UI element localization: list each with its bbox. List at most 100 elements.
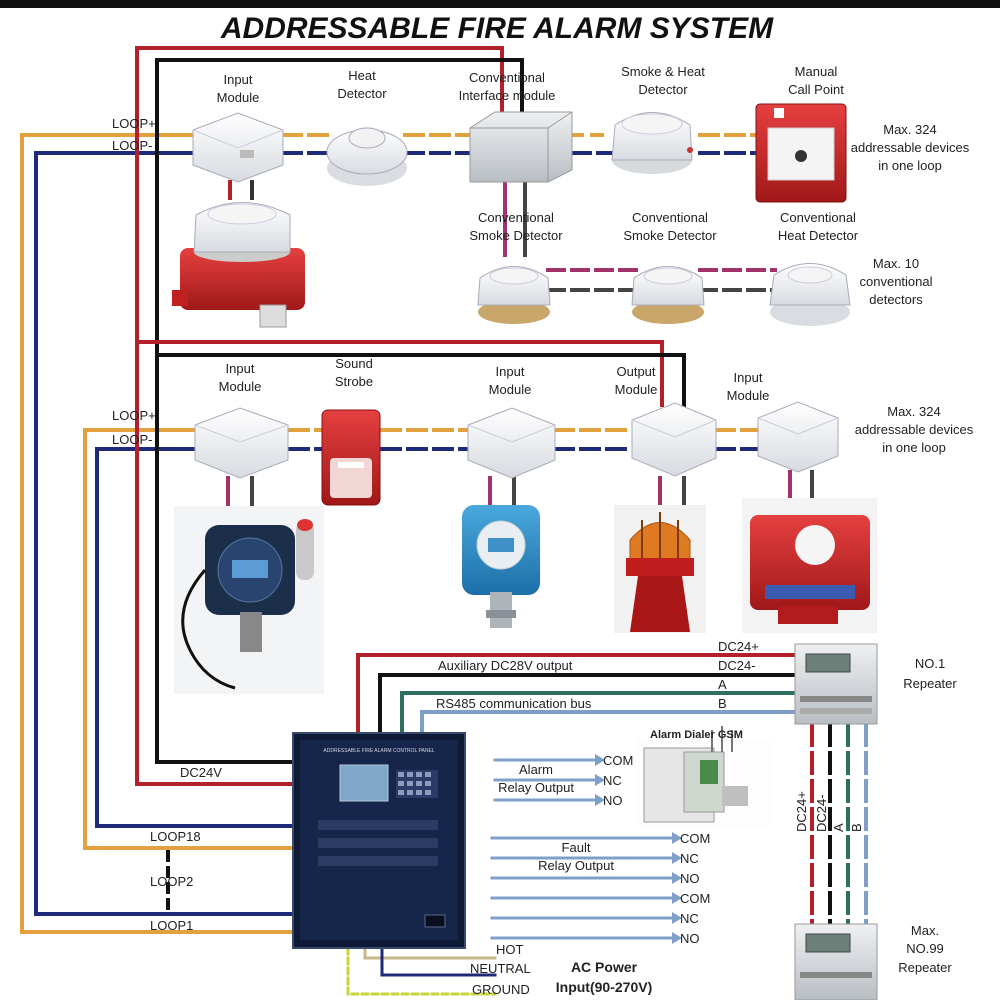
repeater-no1 bbox=[794, 643, 878, 725]
bus-b-label: B bbox=[718, 696, 727, 711]
repeater99-line1: Max. bbox=[911, 923, 939, 938]
conv-label-line2: Smoke Detector bbox=[469, 228, 563, 243]
loop18-plus-wire bbox=[83, 428, 295, 850]
repeater99-line2: NO.99 bbox=[906, 941, 944, 956]
conv-note-line1: Max. 10 bbox=[873, 256, 919, 271]
conventional-smoke-detector-1 bbox=[477, 266, 551, 324]
bus-dc24-minus bbox=[378, 673, 802, 732]
device-label-line2: Strobe bbox=[335, 374, 373, 389]
conv-label-line1: Conventional bbox=[478, 210, 554, 225]
alarm-out-com: COM bbox=[603, 753, 633, 768]
device-label-line2: Module bbox=[219, 379, 262, 394]
smoke-heat-detector bbox=[611, 112, 693, 174]
bus-b bbox=[420, 710, 802, 732]
fault-out-nc: NC bbox=[680, 851, 699, 866]
repeater1-line2: Repeater bbox=[903, 676, 957, 691]
device-label-line1: Manual bbox=[795, 64, 838, 79]
ac-power-title-line2: Input(90-270V) bbox=[556, 979, 652, 995]
explosion-proof-gas-detector bbox=[462, 505, 540, 628]
bus-dc24-plus-label: DC24+ bbox=[718, 639, 759, 654]
input-module-4 bbox=[757, 401, 839, 473]
alarm-dialer-label: Alarm Dialer GSM bbox=[650, 729, 743, 741]
alarm-dialer-gsm bbox=[636, 726, 770, 826]
fault-relay-line1: Fault bbox=[562, 840, 591, 855]
alarm-out-nc: NC bbox=[603, 773, 622, 788]
device-label-line1: Sound bbox=[335, 356, 373, 371]
loop2-max-note-line3: in one loop bbox=[882, 440, 946, 455]
loop1-max-note-line2: addressable devices bbox=[851, 140, 970, 155]
device-label-line2: Detector bbox=[337, 86, 387, 101]
dc24v-red-top bbox=[135, 46, 504, 786]
repeater-no99 bbox=[794, 923, 878, 1000]
conv-label-line1: Conventional bbox=[632, 210, 708, 225]
input-module-1 bbox=[192, 112, 284, 183]
repeater99-line3: Repeater bbox=[898, 960, 952, 975]
input-module-2 bbox=[194, 407, 289, 479]
alarm-out-no: NO bbox=[603, 793, 623, 808]
panel-header-text: ADDRESSABLE FIRE ALARM CONTROL PANEL bbox=[323, 748, 434, 754]
ground-wire bbox=[346, 946, 497, 996]
device-label-line1: Conventional bbox=[469, 70, 545, 85]
loop2-minus-label: LOOP- bbox=[112, 432, 152, 447]
loop1-minus-label: LOOP- bbox=[112, 138, 152, 153]
bus-dc24-plus bbox=[356, 653, 802, 732]
device-label-line2: Module bbox=[217, 90, 260, 105]
heat-detector bbox=[326, 127, 408, 186]
conventional-smoke-detector-2 bbox=[631, 266, 705, 324]
dc24v-red-output bbox=[135, 340, 664, 407]
fire-alarm-control-panel: ADDRESSABLE FIRE ALARM CONTROL PANEL bbox=[292, 732, 466, 949]
neutral-wire bbox=[380, 946, 497, 977]
hot-wire bbox=[363, 946, 497, 960]
panel-lcd bbox=[339, 764, 389, 802]
loop1-max-note-line1: Max. 324 bbox=[883, 122, 936, 137]
explosion-proof-call-point bbox=[742, 498, 877, 633]
loop1-label: LOOP1 bbox=[150, 918, 193, 933]
fault-relay-line2: Relay Output bbox=[538, 858, 614, 873]
loop2-label: LOOP2 bbox=[150, 874, 193, 889]
conventional-interface-module bbox=[469, 111, 573, 183]
aux-output-label: Auxiliary DC28V output bbox=[438, 658, 573, 673]
conv-label-line2: Smoke Detector bbox=[623, 228, 717, 243]
vertical-b-label: B bbox=[849, 823, 864, 832]
conventional-heat-detector bbox=[769, 263, 851, 326]
bus-a-label: A bbox=[718, 677, 727, 692]
loop1-minus-return-wire bbox=[34, 151, 295, 916]
sound-strobe bbox=[321, 409, 381, 506]
bus-dc24-minus-label: DC24- bbox=[718, 658, 756, 673]
output-module bbox=[631, 402, 717, 477]
power-hot-label: HOT bbox=[496, 942, 524, 957]
loop1-plus-label: LOOP+ bbox=[112, 116, 156, 131]
power-neutral-label: NEUTRAL bbox=[470, 961, 531, 976]
ac-power-title-line1: AC Power bbox=[571, 959, 638, 975]
vertical-a-label: A bbox=[831, 823, 846, 832]
loop1-plus-return-wire bbox=[20, 133, 295, 934]
wiring bbox=[20, 46, 868, 996]
explosion-proof-smoke-detector bbox=[172, 202, 305, 328]
dc24v-label: DC24V bbox=[180, 765, 222, 780]
fault-out-no-2: NO bbox=[680, 931, 700, 946]
device-label-line1: Input bbox=[226, 361, 255, 376]
power-ground-label: GROUND bbox=[472, 982, 530, 997]
device-label-line1: Output bbox=[616, 364, 655, 379]
manual-call-point bbox=[755, 103, 847, 203]
conv-note-line2: conventional bbox=[860, 274, 933, 289]
vertical-dc24-plus-label: DC24+ bbox=[794, 791, 809, 832]
bus-a bbox=[400, 691, 802, 732]
device-label-line2: Interface module bbox=[459, 88, 556, 103]
alarm-relay-line1: Alarm bbox=[519, 762, 553, 777]
device-label-line2: Module bbox=[727, 388, 770, 403]
loop2-plus-label: LOOP+ bbox=[112, 408, 156, 423]
device-label-line1: Input bbox=[224, 72, 253, 87]
fault-out-com-2: COM bbox=[680, 891, 710, 906]
loop1-max-note-line3: in one loop bbox=[878, 158, 942, 173]
device-label-line2: Detector bbox=[638, 82, 688, 97]
device-label-line1: Smoke & Heat bbox=[621, 64, 705, 79]
dc24v-black-output bbox=[155, 353, 686, 407]
device-label-line1: Heat bbox=[348, 68, 376, 83]
dc24v-black-top bbox=[155, 58, 524, 764]
device-label-line2: Call Point bbox=[788, 82, 844, 97]
conv-label-line1: Conventional bbox=[780, 210, 856, 225]
vertical-dc24-minus-label: DC24- bbox=[814, 794, 829, 832]
device-label-line2: Module bbox=[489, 382, 532, 397]
conv-label-line2: Heat Detector bbox=[778, 228, 859, 243]
